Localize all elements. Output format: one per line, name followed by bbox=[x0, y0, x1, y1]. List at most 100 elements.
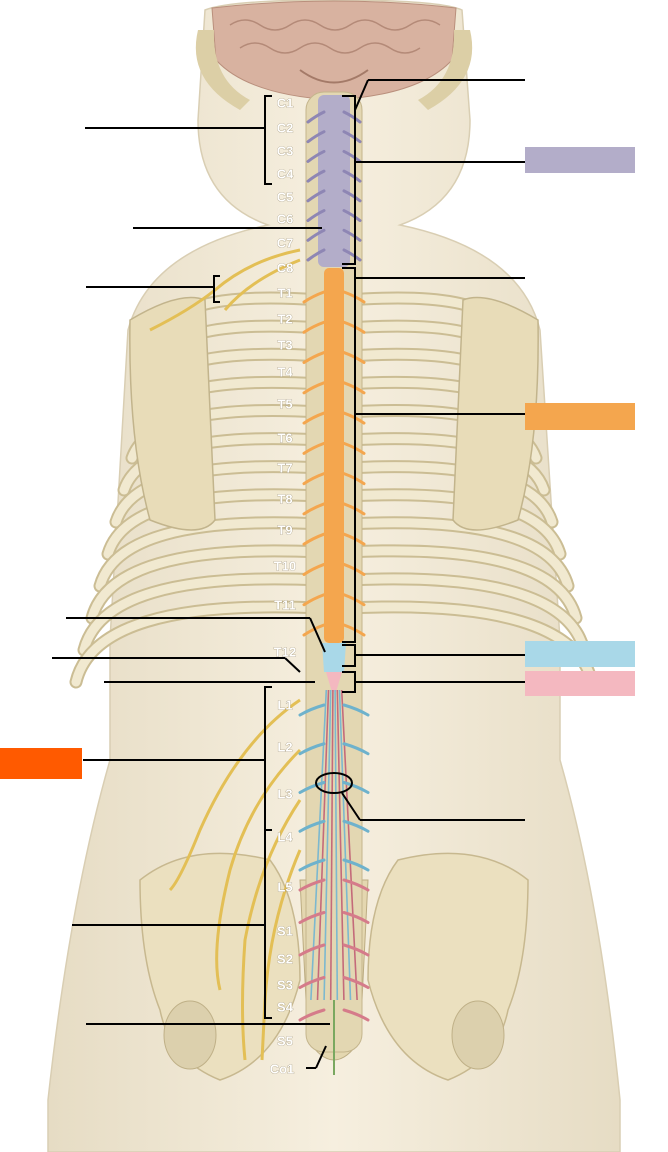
level-label-c1: C1 bbox=[277, 95, 294, 110]
rib-highlight bbox=[71, 602, 325, 687]
vertebral-level-labels: C1C2C3C4C5C6C7C8T1T2T3T4T5T6T7T8T9T10T11… bbox=[269, 95, 296, 1077]
nerve-root bbox=[306, 149, 326, 163]
nerve-root bbox=[342, 742, 370, 756]
nerve-root bbox=[302, 351, 326, 365]
nerve-root bbox=[298, 878, 326, 892]
nerve-root bbox=[302, 593, 326, 607]
level-label-c6: C6 bbox=[277, 211, 294, 226]
level-label-t7: T7 bbox=[277, 460, 292, 475]
nerve-root bbox=[342, 130, 362, 144]
nerve-root bbox=[298, 703, 326, 717]
level-label-c4: C4 bbox=[277, 166, 294, 181]
nerve-root bbox=[302, 411, 326, 425]
rib-highlight bbox=[79, 574, 325, 655]
nerve-root bbox=[306, 228, 326, 242]
nerve-root bbox=[298, 858, 326, 872]
nerve-root bbox=[342, 169, 362, 183]
rib-highlight bbox=[95, 518, 325, 591]
leader-brain-stem bbox=[354, 79, 369, 111]
nerve-root bbox=[342, 878, 370, 892]
nerve-root bbox=[342, 149, 362, 163]
nerve-root bbox=[306, 110, 326, 124]
level-label-c3: C3 bbox=[277, 143, 294, 158]
level-label-l3: L3 bbox=[277, 786, 292, 801]
level-label-t9: T9 bbox=[277, 522, 292, 537]
level-label-t11: T11 bbox=[274, 597, 296, 612]
nerve-root bbox=[298, 742, 326, 756]
level-label-c2: C2 bbox=[277, 120, 294, 135]
cauda-equina-fiber bbox=[340, 689, 358, 1001]
cauda-equina-ring bbox=[315, 772, 353, 794]
level-label-c7: C7 bbox=[277, 235, 294, 250]
nerve-root bbox=[306, 130, 326, 144]
nerve-root bbox=[306, 209, 326, 223]
nerve-root bbox=[342, 189, 362, 203]
nerve-root bbox=[306, 189, 326, 203]
nerve-root bbox=[342, 911, 370, 924]
rib-highlight bbox=[343, 546, 581, 623]
nerve-root bbox=[342, 228, 362, 242]
nerve-root bbox=[342, 1008, 370, 1022]
nerve-root bbox=[298, 1008, 326, 1022]
level-label-t4: T4 bbox=[277, 364, 293, 379]
level-label-t12: T12 bbox=[274, 644, 296, 659]
nerve-root bbox=[306, 248, 326, 262]
nerve-root bbox=[302, 562, 326, 576]
level-label-s3: S3 bbox=[277, 977, 293, 992]
level-label-s1: S1 bbox=[277, 923, 293, 938]
nerve-root bbox=[342, 703, 370, 717]
nerve-root bbox=[306, 169, 326, 183]
bracket-cervical-plexus bbox=[264, 95, 272, 185]
cervical-cord-segment bbox=[318, 95, 350, 267]
legend-cervical-box bbox=[525, 147, 635, 173]
cauda-equina-fiber bbox=[323, 689, 332, 1001]
nerve-root bbox=[342, 209, 362, 223]
nerve-root bbox=[302, 623, 326, 637]
nerve-root bbox=[298, 943, 326, 957]
legend-lumbar-box bbox=[525, 641, 635, 667]
level-label-l2: L2 bbox=[277, 739, 292, 754]
level-label-s5: S5 bbox=[277, 1033, 293, 1048]
cauda-equina-fiber bbox=[334, 689, 339, 1001]
nerve-root bbox=[302, 532, 326, 546]
level-label-t3: T3 bbox=[277, 337, 292, 352]
level-label-t6: T6 bbox=[277, 430, 292, 445]
nerve-root bbox=[298, 781, 326, 794]
level-label-t10: T10 bbox=[274, 558, 296, 573]
nerve-root bbox=[342, 110, 362, 124]
rib-highlight bbox=[343, 518, 573, 591]
leader-cauda-equina bbox=[341, 792, 361, 821]
level-label-t2: T2 bbox=[277, 311, 292, 326]
highlight-answer-box bbox=[0, 748, 82, 779]
level-label-t1: T1 bbox=[277, 285, 292, 300]
nerve-root bbox=[342, 248, 362, 262]
bracket-thoracic-region bbox=[342, 267, 356, 643]
level-label-l1: L1 bbox=[277, 697, 292, 712]
rib-highlight bbox=[343, 574, 589, 655]
nerve-root bbox=[342, 819, 370, 833]
cauda-equina-fiber bbox=[338, 689, 352, 1001]
thoracic-cord-segment bbox=[324, 268, 344, 643]
brain bbox=[195, 0, 473, 110]
nerve-root bbox=[302, 472, 326, 486]
cauda-equina-fiber bbox=[336, 689, 345, 1001]
nerve-root bbox=[342, 976, 370, 989]
bracket-cervical-region bbox=[342, 95, 356, 265]
nerve-root bbox=[342, 781, 370, 794]
level-label-s2: S2 bbox=[277, 951, 293, 966]
bracket-brachial-plexus bbox=[213, 275, 220, 303]
nerve-root bbox=[342, 943, 370, 957]
level-label-l4: L4 bbox=[277, 829, 293, 844]
level-label-c5: C5 bbox=[277, 189, 294, 204]
level-label-s4: S4 bbox=[277, 999, 294, 1014]
level-label-t8: T8 bbox=[277, 491, 292, 506]
nerve-root bbox=[298, 819, 326, 833]
level-label-t5: T5 bbox=[277, 396, 292, 411]
nerve-root bbox=[298, 911, 326, 924]
leader-lines bbox=[52, 79, 525, 1069]
nerve-root bbox=[342, 858, 370, 872]
sacral-cord-segment bbox=[326, 672, 342, 692]
rib-highlight bbox=[87, 546, 325, 623]
nerve-root bbox=[302, 381, 326, 395]
